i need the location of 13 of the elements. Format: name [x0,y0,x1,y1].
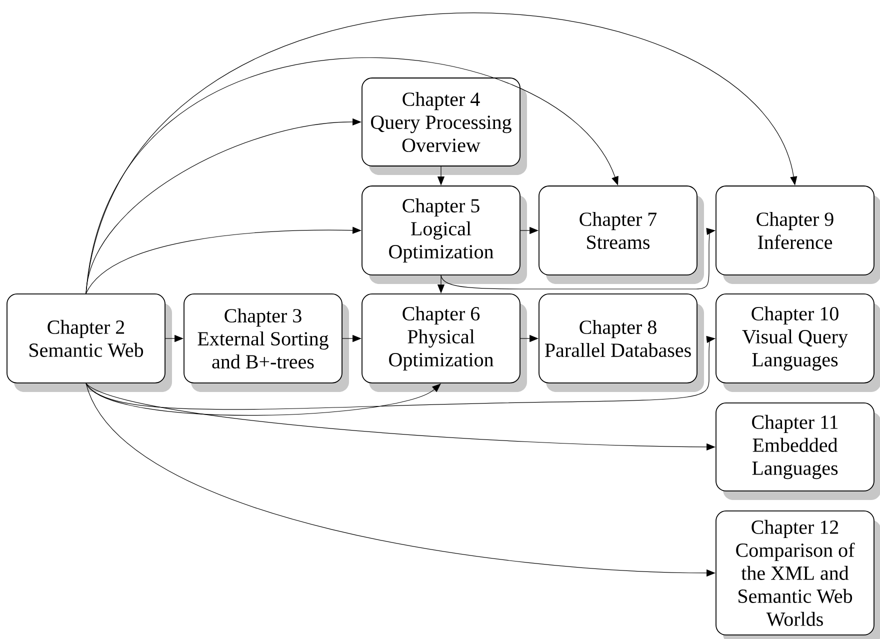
chapter-box: Chapter 5 Logical Optimization [362,186,527,284]
chapter-box: Chapter 11 Embedded Languages [716,402,880,500]
chapter-box: Chapter 12 Comparison of the XML and Semantic Web Worlds [716,510,880,639]
chapter-box: Chapter 10 Visual Query Languages [716,294,880,392]
chapter-box: Chapter 4 Query Processing Overview [362,78,527,175]
arrow [86,58,618,294]
chapter-box: Chapter 3 External Sorting and B+-trees [184,294,349,392]
chapter-box: Chapter 7 Streams [538,186,704,284]
chapter-box: Chapter 9 Inference [716,186,880,284]
chapter-box: Chapter 6 Physical Optimization [362,294,527,392]
chapter-box: Chapter 8 Parallel Databases [538,294,704,392]
chapter-box: Chapter 2 Semantic Web [6,294,172,392]
arrow [86,13,798,294]
